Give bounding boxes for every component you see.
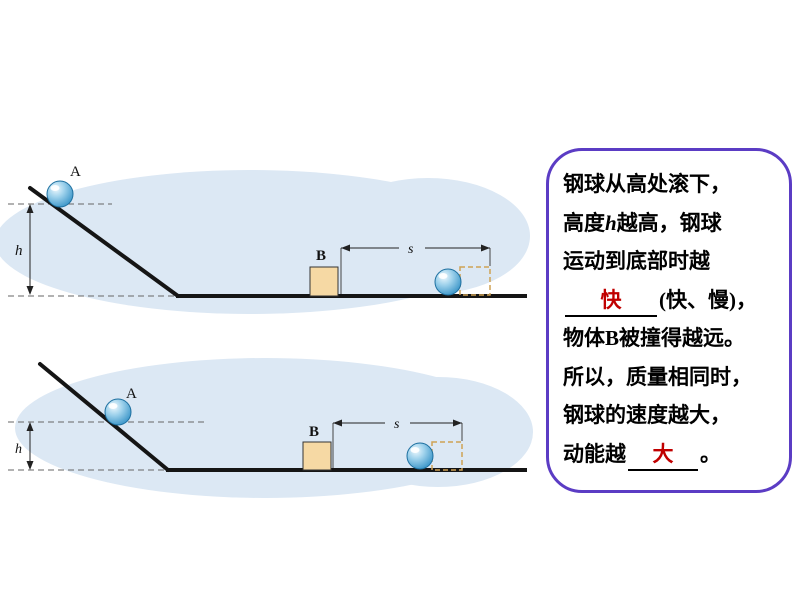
steel-ball-a <box>104 398 132 426</box>
note-text: 所以，质量相同时， <box>563 364 752 389</box>
height-label: h <box>15 243 23 259</box>
cloud-background <box>0 170 530 314</box>
note-text: 被撞得越远。 <box>619 326 746 350</box>
note-line-1: 钢球从高处滚下， <box>563 165 779 204</box>
note-line-8: 动能越 大 。 <box>563 435 779 474</box>
distance-dimension-arrow <box>340 244 491 294</box>
note-text: 。 <box>700 441 721 466</box>
note-text: 运动到底部时越 <box>563 249 710 273</box>
block-b-final-outline <box>431 441 463 471</box>
incline <box>38 362 170 472</box>
answer-big: 大 <box>652 441 674 466</box>
distance-label: s <box>394 417 400 432</box>
height-dimension-arrow <box>26 204 34 295</box>
answer-blank-energy: 大 <box>628 439 698 471</box>
cloud-background <box>15 358 533 498</box>
note-line-7: 钢球的速度越大， <box>563 396 779 435</box>
ball-a-label: A <box>126 386 137 402</box>
steel-ball-a <box>46 180 74 208</box>
variable-b: B <box>605 326 620 350</box>
note-text: 越高，钢球 <box>616 210 722 235</box>
steel-ball-final <box>434 268 462 296</box>
note-text: 物体 <box>563 326 605 350</box>
note-text: 动能越 <box>563 441 626 466</box>
note-text: 高度 <box>563 210 605 235</box>
variable-h: h <box>605 210 617 235</box>
block-b-label: B <box>316 248 326 264</box>
distance-dimension-arrow <box>332 419 463 468</box>
note-line-6: 所以，质量相同时， <box>563 358 779 397</box>
answer-blank-speed: 快 <box>565 285 657 317</box>
note-line-5: 物体B被撞得越远。 <box>563 319 779 358</box>
note-text: 钢球从高处滚下， <box>563 172 731 196</box>
height-dimension-arrow <box>26 422 34 470</box>
note-line-3: 运动到底部时越 <box>563 242 779 281</box>
steel-ball-final <box>406 442 434 470</box>
note-text: (快、慢)， <box>659 287 757 312</box>
distance-label: s <box>408 242 414 257</box>
ball-a-label: A <box>70 164 81 180</box>
note-line-4: 快 (快、慢)， <box>563 281 779 320</box>
block-b-final-outline <box>459 266 491 296</box>
explanation-note-box: 钢球从高处滚下， 高度h越高，钢球 运动到底部时越 快 (快、慢)， 物体B被撞得… <box>546 148 792 493</box>
note-line-2: 高度h越高，钢球 <box>563 204 779 243</box>
height-label: h <box>15 442 22 457</box>
block-b <box>302 441 332 471</box>
block-b-label: B <box>309 424 319 440</box>
block-b <box>309 266 339 297</box>
diagram-low-ramp: h A B s <box>8 358 533 498</box>
note-text: 钢球的速度越大， <box>563 403 731 427</box>
diagram-high-ramp: h A B s <box>0 164 530 314</box>
answer-fast: 快 <box>600 287 622 312</box>
